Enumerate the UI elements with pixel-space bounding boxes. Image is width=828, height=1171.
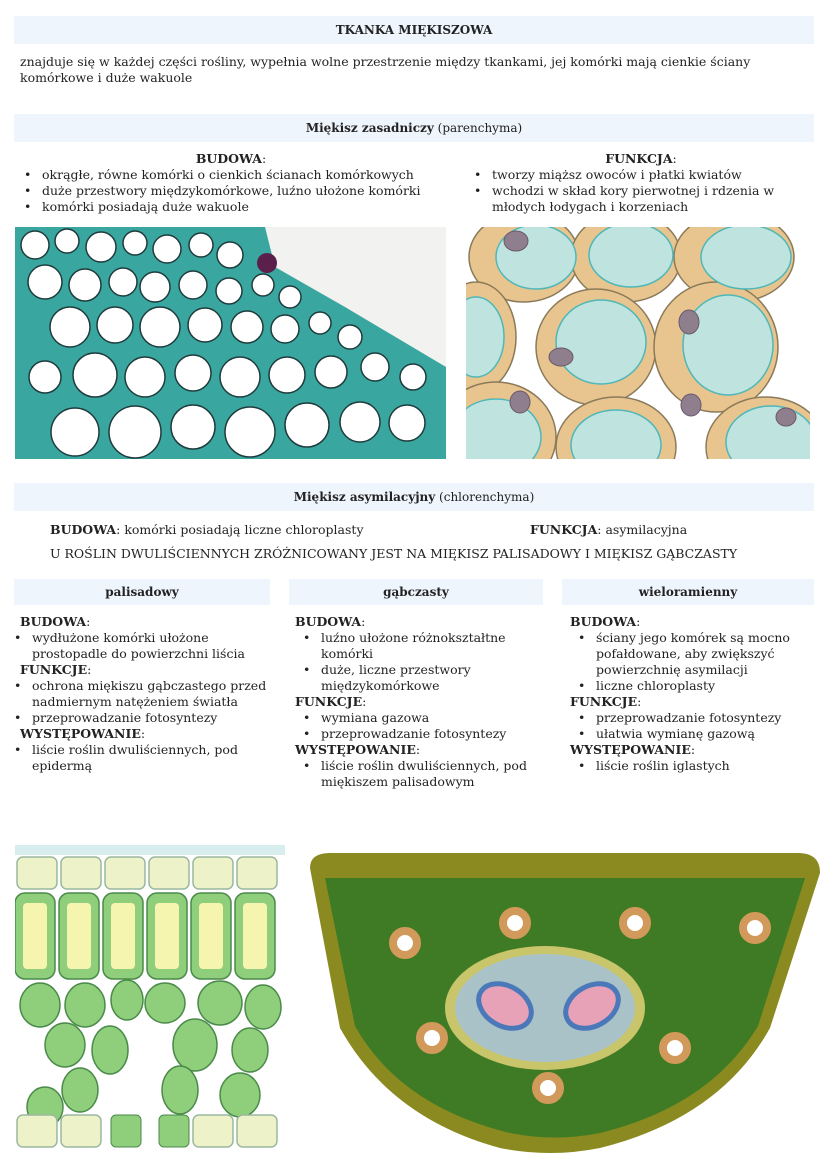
list-item: ściany jego komórek są mocno pofałdowane…: [570, 630, 820, 678]
list-item: liście roślin iglastych: [570, 758, 820, 774]
list-item: wymiana gazowa: [295, 710, 545, 726]
leaf-cross-section-illustration: [15, 845, 285, 1150]
list-item: tworzy miąższ owoców i płatki kwiatów: [466, 167, 816, 183]
type-column-wieloramienny: BUDOWA: ściany jego komórek są mocno pof…: [570, 614, 820, 774]
type-column-palisadowy: BUDOWA: wydłużone komórki ułożone prosto…: [14, 614, 276, 774]
list-item: ułatwia wymianę gazową: [570, 726, 820, 742]
type-heading-palisadowy: palisadowy: [14, 579, 270, 605]
list-item: duże przestwory międzykomórkowe, luźno u…: [16, 183, 446, 199]
parenchyma-cells-illustration: [466, 227, 810, 459]
chlorenchyma-note: U ROŚLIN DWULIŚCIENNYCH ZRÓŻNICOWANY JES…: [50, 546, 738, 561]
list-item: przeprowadzanie fotosyntezy: [295, 726, 545, 742]
list-item: liście roślin dwuliściennych, pod miękis…: [295, 758, 545, 790]
list-item: wydłużone komórki ułożone prostopadle do…: [6, 630, 276, 662]
type-heading-gabczasty: gąbczasty: [289, 579, 543, 605]
parenchyma-budowa: BUDOWA: okrągłe, równe komórki o cienkic…: [16, 151, 446, 215]
page-title: TKANKA MIĘKISZOWA: [335, 23, 493, 37]
parenchyma-funkcja: FUNKCJA: tworzy miąższ owoców i płatki k…: [466, 151, 816, 215]
list-item: przeprowadzanie fotosyntezy: [6, 710, 276, 726]
list-item: komórki posiadają duże wakuole: [16, 199, 446, 215]
intro-text: znajduje się w każdej części rośliny, wy…: [20, 54, 751, 85]
list-item: luźno ułożone różnokształtne komórki: [295, 630, 545, 662]
title-bar: TKANKA MIĘKISZOWA: [14, 16, 814, 44]
micrograph-parenchyma-image: [15, 227, 446, 459]
list-item: wchodzi w skład kory pierwotnej i rdzeni…: [466, 183, 816, 215]
parenchyma-heading: Miękisz zasadniczy (parenchyma): [14, 114, 814, 142]
list-item: przeprowadzanie fotosyntezy: [570, 710, 820, 726]
chlorenchyma-funkcja: FUNKCJA: asymilacyjna: [530, 522, 688, 537]
list-item: liczne chloroplasty: [570, 678, 820, 694]
list-item: ochrona miękiszu gąbczastego przed nadmi…: [6, 678, 276, 710]
type-heading-wieloramienny: wieloramienny: [562, 579, 814, 605]
list-item: duże, liczne przestwory międzykomórkowe: [295, 662, 545, 694]
list-item: liście roślin dwuliściennych, pod epider…: [6, 742, 276, 774]
chlorenchyma-budowa: BUDOWA: komórki posiadają liczne chlorop…: [50, 522, 364, 537]
chlorenchyma-heading: Miękisz asymilacyjny (chlorenchyma): [14, 483, 814, 511]
pine-needle-cross-section-illustration: [300, 848, 828, 1158]
type-column-gabczasty: BUDOWA: luźno ułożone różnokształtne kom…: [295, 614, 545, 790]
list-item: okrągłe, równe komórki o cienkich ściana…: [16, 167, 446, 183]
